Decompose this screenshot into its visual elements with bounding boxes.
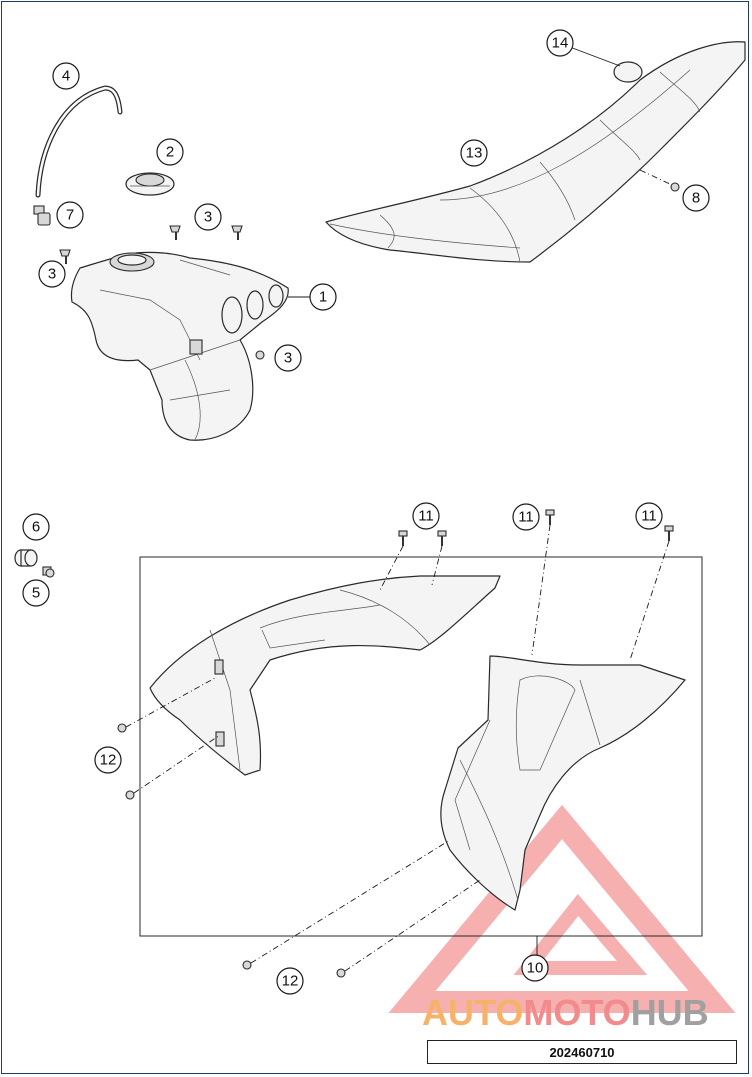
svg-text:14: 14 (552, 35, 569, 52)
callout-11: 11 (412, 502, 440, 530)
callout-10: 10 (521, 954, 549, 982)
callout-11: 11 (635, 502, 663, 530)
callout-3: 3 (194, 203, 222, 231)
svg-text:3: 3 (284, 350, 292, 367)
callout-3: 3 (38, 260, 66, 288)
svg-text:11: 11 (518, 509, 534, 526)
collar-bushing-icon (42, 566, 55, 578)
svg-text:4: 4 (62, 68, 70, 85)
callout-1: 1 (309, 283, 337, 311)
rubber-bushing-icon (14, 549, 38, 567)
svg-text:13: 13 (466, 145, 483, 162)
callout-2: 2 (156, 138, 184, 166)
screw-11-icon (379, 509, 674, 661)
callout-12: 12 (276, 967, 304, 995)
seat-part (325, 41, 746, 263)
callout-6: 6 (22, 513, 50, 541)
svg-text:2: 2 (166, 144, 174, 161)
svg-text:1: 1 (319, 289, 327, 306)
document-number: 202460710 (427, 1040, 737, 1064)
watermark-part-auto: AUTO (422, 992, 524, 1033)
svg-text:6: 6 (32, 519, 40, 536)
callout-11: 11 (512, 503, 540, 531)
screw-3-icon (59, 225, 265, 360)
hose-fitting-icon (33, 205, 51, 226)
svg-text:12: 12 (282, 973, 299, 990)
svg-text:10: 10 (527, 960, 544, 977)
callout-5: 5 (22, 579, 50, 607)
svg-text:8: 8 (692, 190, 700, 207)
watermark-part-hub: HUB (630, 992, 709, 1033)
fuel-cap-icon (125, 172, 175, 196)
callout-8: 8 (682, 184, 710, 212)
svg-text:3: 3 (204, 209, 212, 226)
svg-text:11: 11 (641, 508, 657, 525)
callout-13: 13 (460, 139, 488, 167)
svg-text:12: 12 (100, 752, 117, 769)
watermark-logo-text: AUTOMOTOHUB (422, 992, 742, 1034)
seat-tab-icon (613, 61, 643, 83)
svg-text:3: 3 (48, 266, 56, 283)
screw-12-icon (117, 677, 481, 978)
callout-4: 4 (52, 62, 80, 90)
callout-12: 12 (94, 746, 122, 774)
fuel-tank-part (70, 251, 289, 441)
bolt-8-icon (639, 169, 680, 192)
callout-14: 14 (546, 29, 574, 57)
watermark-part-moto: MOTO (523, 992, 631, 1033)
right-side-panel-part (440, 655, 686, 911)
callout-7: 7 (56, 201, 84, 229)
callout-3: 3 (274, 344, 302, 372)
svg-text:11: 11 (418, 508, 434, 525)
side-panels-box (139, 556, 703, 937)
svg-text:7: 7 (66, 207, 74, 224)
left-side-panel-part (149, 575, 501, 776)
svg-text:5: 5 (32, 585, 40, 602)
